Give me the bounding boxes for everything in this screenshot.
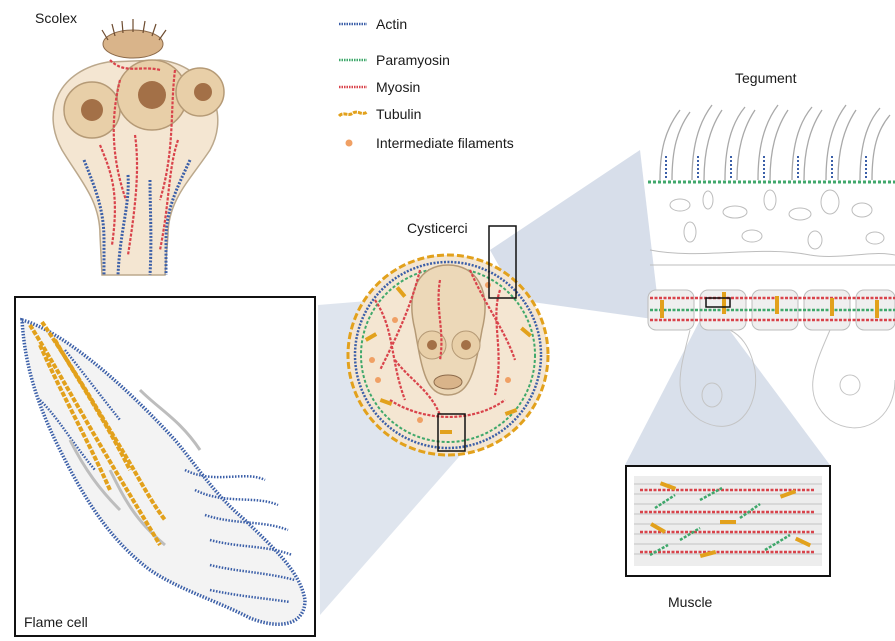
paramyosin-strand-icon: [338, 55, 368, 65]
flame-cell-label: Flame cell: [24, 614, 88, 630]
cysticerci-label: Cysticerci: [407, 220, 468, 236]
scolex-illustration: [53, 19, 224, 275]
legend-item-label: Intermediate filaments: [376, 135, 514, 151]
legend-item: Myosin: [338, 77, 420, 97]
legend-item: Tubulin: [338, 104, 421, 124]
connector-wedge-muscle: [625, 320, 830, 465]
legend-item-label: Myosin: [376, 79, 420, 95]
legend-item: Actin: [338, 14, 407, 34]
scolex-label: Scolex: [35, 10, 77, 26]
flame-cell-panel: [15, 297, 315, 636]
legend-item: Paramyosin: [338, 50, 450, 70]
legend-item-label: Paramyosin: [376, 52, 450, 68]
muscle-label: Muscle: [668, 594, 712, 610]
tegument-label: Tegument: [735, 70, 796, 86]
legend-item-label: Actin: [376, 16, 407, 32]
muscle-panel: [626, 466, 830, 576]
tubulin-strand-icon: [338, 109, 368, 119]
actin-strand-icon: [338, 19, 368, 29]
legend-item: Intermediate filaments: [338, 133, 514, 153]
legend-item-label: Tubulin: [376, 106, 421, 122]
myosin-strand-icon: [338, 82, 368, 92]
intermediate-filament-dot-icon: [338, 138, 368, 148]
